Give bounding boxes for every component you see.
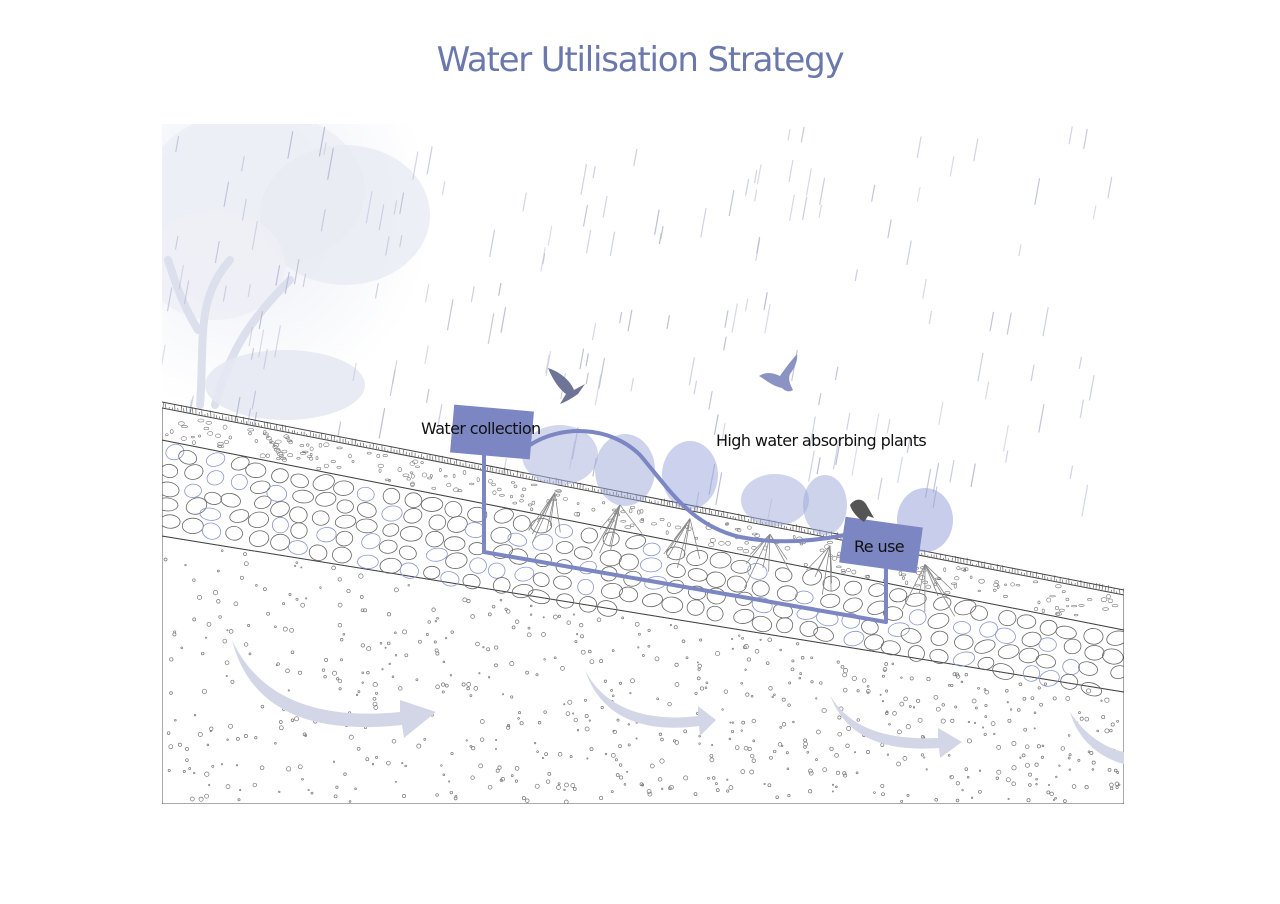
reuse-tank bbox=[839, 516, 923, 574]
diagram-title: Water Utilisation Strategy bbox=[436, 40, 845, 80]
topsoil-gravel bbox=[165, 418, 1119, 617]
stone-pebbles bbox=[162, 443, 1124, 697]
bird-icon bbox=[850, 499, 874, 522]
water-collection-label: Water collection bbox=[421, 419, 541, 438]
water-pipe bbox=[482, 429, 888, 624]
topsoil-layer bbox=[162, 407, 1124, 631]
bird-icon bbox=[548, 368, 585, 404]
flow-arrow-icon bbox=[232, 640, 1124, 764]
water-collection-tank bbox=[450, 404, 534, 460]
subsoil-speckles bbox=[163, 549, 1121, 804]
reuse-label: Re use bbox=[854, 537, 905, 556]
bird-icon bbox=[759, 354, 798, 392]
plant-roots bbox=[528, 492, 955, 617]
high-water-plants-label: High water absorbing plants bbox=[716, 431, 927, 450]
